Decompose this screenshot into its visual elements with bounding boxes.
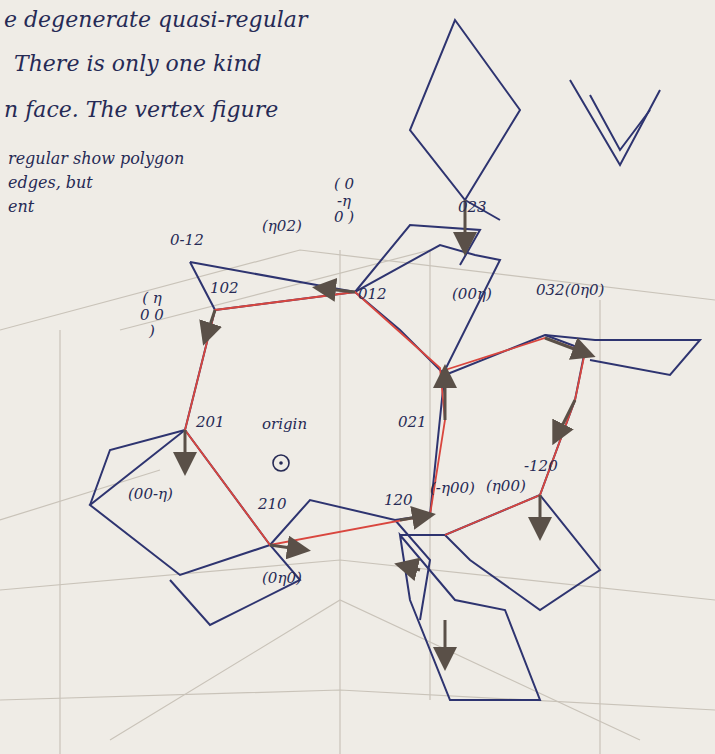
vertex-label: 021: [398, 414, 427, 431]
origin-symbol: [273, 455, 289, 471]
vertex-label: 102: [210, 280, 239, 297]
vertex-label: 0-12: [170, 232, 204, 249]
vertex-label: -120: [524, 458, 558, 475]
vertex-label: 201: [196, 414, 225, 431]
handwritten-note: e degenerate quasi-regular: [4, 8, 307, 32]
vertex-label: (00η): [452, 286, 492, 303]
vertex-label: 023: [458, 199, 487, 216]
vertex-label: (η00): [486, 478, 526, 495]
handwritten-note: edges, but: [8, 174, 93, 192]
vertex-label: (-η00): [430, 480, 475, 497]
handwritten-note: ent: [8, 198, 34, 216]
direction-arrows: [185, 200, 590, 665]
vertex-label: (η02): [262, 218, 302, 235]
vertex-label: 120: [384, 492, 413, 509]
handwritten-note: There is only one kind: [14, 52, 262, 76]
pencil-grid: [0, 250, 715, 754]
vertex-label: 210: [258, 496, 287, 513]
vertex-label: (00-η): [128, 486, 173, 503]
vertex-label: 032(0η0): [536, 282, 604, 299]
vertex-label: origin: [262, 416, 307, 433]
vertex-label: ( η 0 0 ): [140, 290, 164, 340]
red-vertex-polygon: [185, 292, 585, 545]
vertex-label: ( 0 -η 0 ): [332, 176, 356, 226]
vertex-label: 012: [358, 286, 387, 303]
vertex-label: (0η0): [262, 570, 302, 587]
handwritten-note: n face. The vertex figure: [4, 98, 278, 122]
handwritten-note: regular show polygon: [8, 150, 184, 168]
